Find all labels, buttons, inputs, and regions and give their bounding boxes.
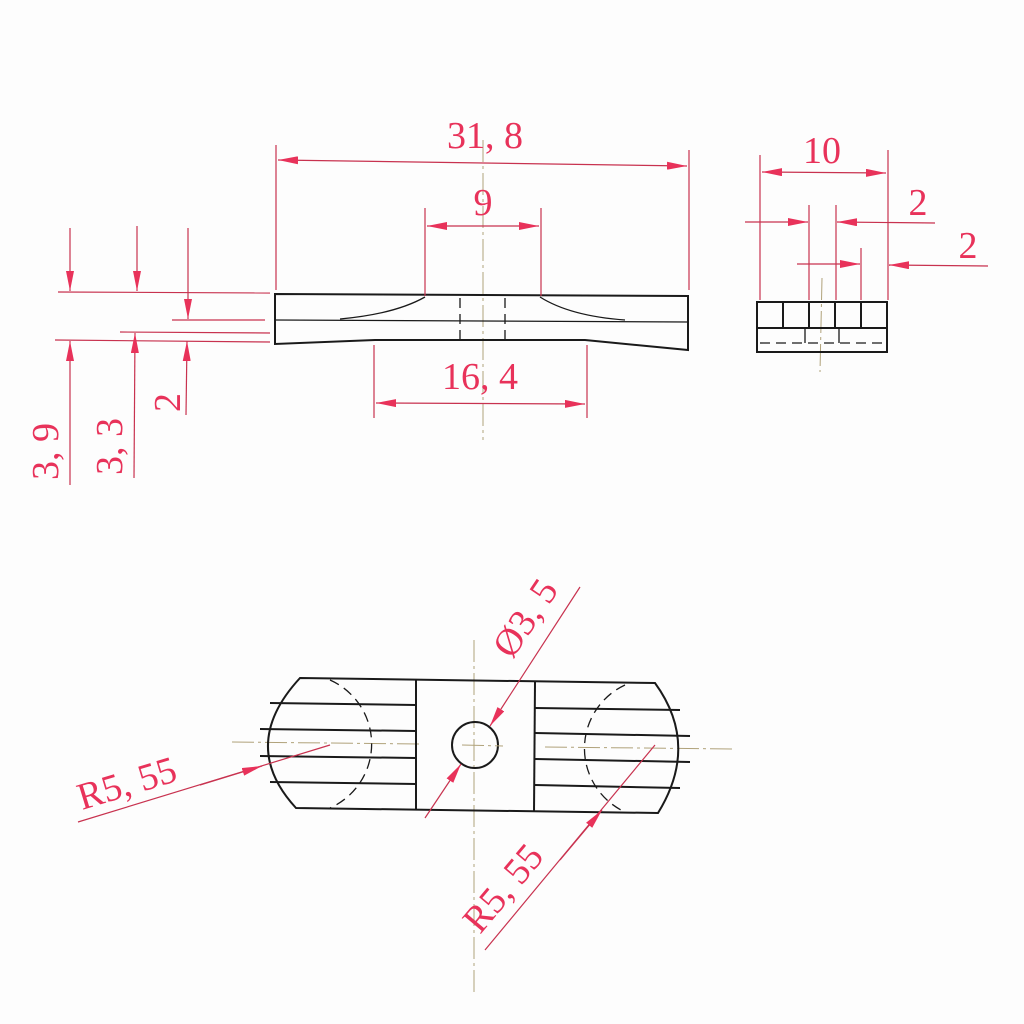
dimension-side-width: 10 [759,130,889,300]
dimension-slot-width: 2 [745,182,936,300]
dimension-label: 31, 8 [447,115,523,157]
side-view: 10 2 2 [745,130,989,373]
dimension-label: 3, 9 [25,423,67,480]
front-view: 31, 8 9 16, 4 3, 9 [25,115,690,485]
dimension-label: 16, 4 [442,356,518,398]
dimension-label: 3, 3 [89,418,131,475]
dimension-label: 2 [959,225,978,267]
top-right-centerline [544,746,736,750]
dimension-label: R5, 55 [72,749,181,819]
dimension-label: 2 [909,182,928,224]
side-centerline [819,277,823,373]
dimension-radius-right: R5, 55 [455,744,656,951]
front-right-curve [539,296,626,321]
top-left-centerline [231,741,421,745]
dimension-heights: 3, 9 3, 3 2 [25,226,271,485]
dimension-offset: 2 [797,225,989,300]
right-hidden-arc [583,684,626,813]
dimension-hole-diameter: Ø3, 5 [424,572,581,819]
dimension-label: 9 [474,182,493,224]
dimension-label: Ø3, 5 [485,572,567,666]
dimension-bottom-flat: 16, 4 [373,345,588,418]
left-hidden-arc [329,679,373,809]
dimension-center-width: 9 [424,182,542,296]
dimension-radius-left: R5, 55 [72,744,331,823]
mounting-hole [451,721,499,769]
top-outline [267,676,680,815]
top-view: Ø3, 5 R5, 55 R5, 55 [72,572,736,995]
dimension-label: R5, 55 [455,836,552,941]
dimension-label: 10 [803,130,841,172]
dimension-overall-length: 31, 8 [275,115,690,290]
front-left-curve [339,296,426,320]
front-outline [274,292,689,352]
front-inner-line [274,319,689,323]
dimension-label: 2 [147,393,189,412]
